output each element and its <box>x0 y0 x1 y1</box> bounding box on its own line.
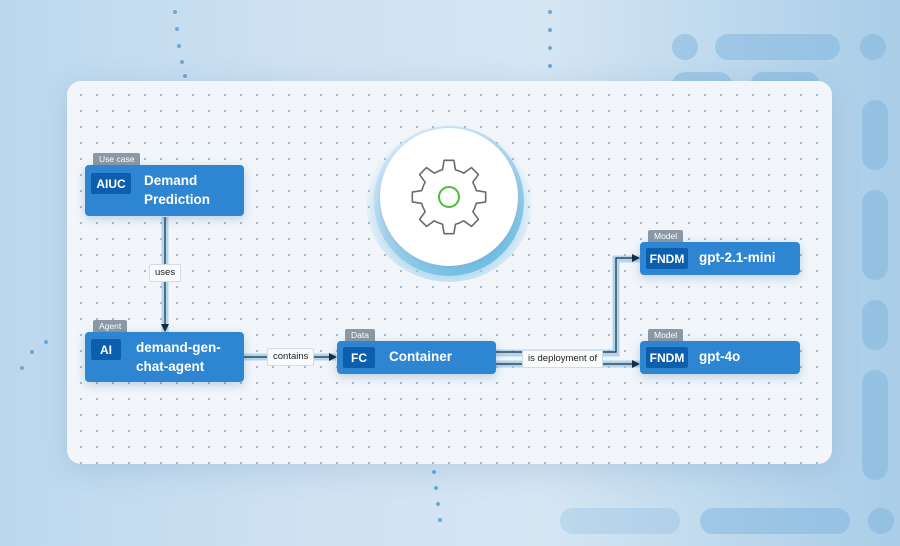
node-title-line1: demand-gen- <box>136 340 221 355</box>
node-tag-use-case: Use case <box>93 153 141 165</box>
edge-label-contains: contains <box>267 348 315 366</box>
node-title: gpt-4o <box>699 349 741 364</box>
node-title-line1: Demand <box>144 173 198 188</box>
node-tag-model-mini: Model <box>648 230 684 242</box>
node-title-line2: chat-agent <box>136 359 205 374</box>
node-title: gpt-2.1-mini <box>699 250 776 265</box>
edge-label-deployment: is deployment of <box>522 350 604 368</box>
node-tag-model-4o: Model <box>648 329 684 341</box>
badge-fndm: FNDM <box>646 248 688 269</box>
badge-aiuc: AIUC <box>91 173 131 194</box>
node-tag-agent: Agent <box>93 320 128 332</box>
badge-fc: FC <box>343 347 375 368</box>
edge-label-uses: uses <box>149 264 182 282</box>
node-data[interactable]: FC Container <box>337 341 496 374</box>
node-model-4o[interactable]: FNDM gpt-4o <box>640 341 800 374</box>
node-title-line2: Prediction <box>144 192 211 207</box>
gear-icon <box>411 159 487 235</box>
badge-fndm: FNDM <box>646 347 688 368</box>
node-title: Container <box>389 349 453 364</box>
node-use-case[interactable]: AIUC Demand Prediction <box>85 165 244 216</box>
node-tag-data: Data <box>345 329 375 341</box>
gear-button <box>380 128 518 266</box>
badge-ai: AI <box>91 339 121 360</box>
node-model-mini[interactable]: FNDM gpt-2.1-mini <box>640 242 800 275</box>
node-agent[interactable]: AI demand-gen- chat-agent <box>85 332 244 382</box>
